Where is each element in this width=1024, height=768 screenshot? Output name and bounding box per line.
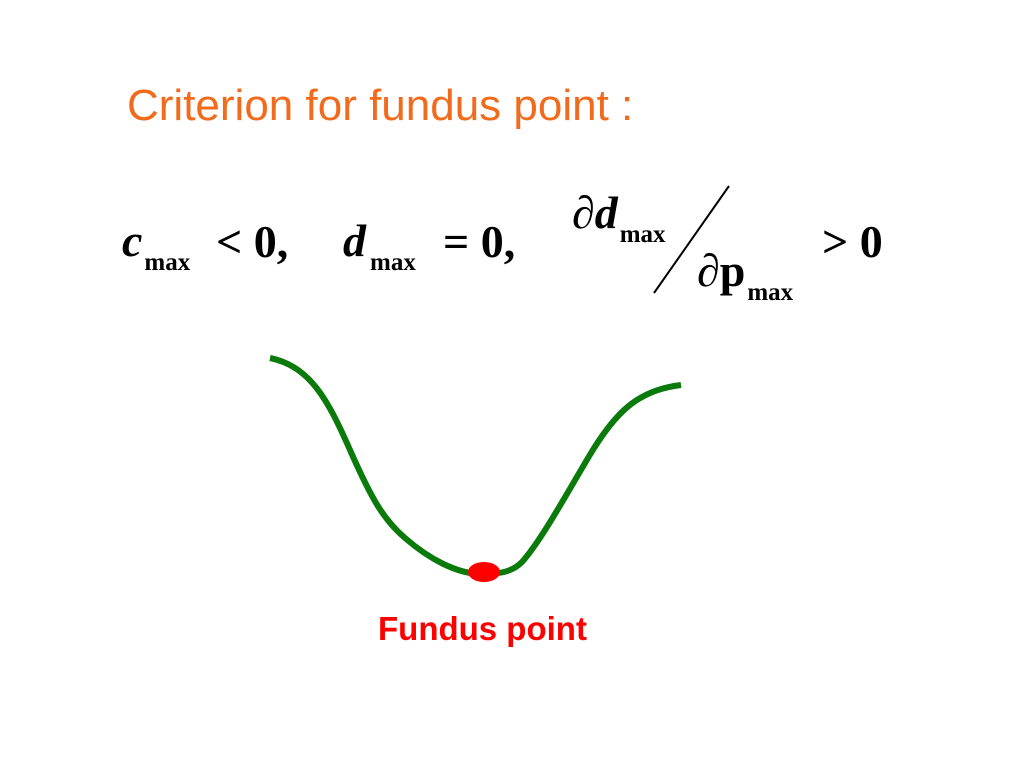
numerator-subscript: max [619, 221, 666, 248]
c-relation: < 0, [216, 216, 289, 267]
fundus-point-marker [468, 562, 500, 582]
fraction-denominator: ∂pmax [697, 245, 793, 306]
denominator-symbol: p [719, 245, 746, 296]
fundus-curve [269, 355, 682, 578]
numerator-symbol: d [594, 187, 618, 238]
c-symbol: c [122, 215, 143, 266]
d-relation: = 0, [443, 216, 516, 267]
fundus-point-caption: Fundus point [378, 610, 587, 647]
denominator-subscript: max [747, 279, 794, 306]
slide-title: Criterion for fundus point : [127, 81, 634, 130]
partial-symbol-denominator: ∂ [697, 245, 720, 296]
c-subscript: max [144, 249, 191, 276]
d-subscript: max [370, 249, 416, 276]
fraction-numerator: ∂dmax [572, 187, 666, 248]
d-symbol: d [343, 215, 366, 266]
formula-c-term: cmax [122, 215, 190, 276]
final-relation: > 0 [822, 216, 883, 267]
fraction-slash [653, 185, 730, 294]
partial-symbol-numerator: ∂ [572, 187, 595, 238]
